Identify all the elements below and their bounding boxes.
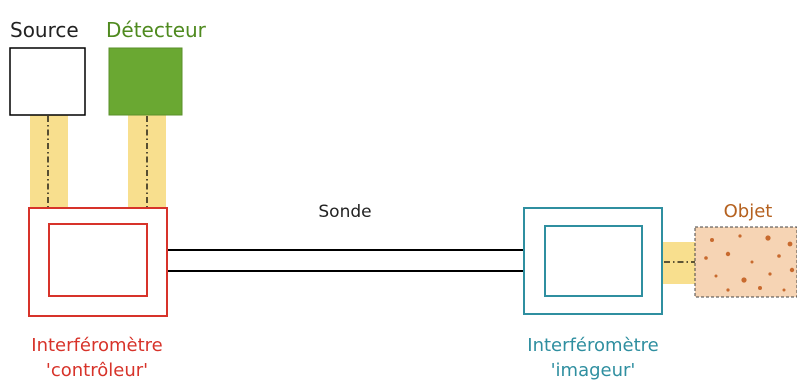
detector-box: [108, 47, 183, 116]
imager-label-line1: Interféromètre: [527, 335, 658, 356]
object-beam: [662, 242, 696, 284]
controller-inner-box: [48, 223, 148, 297]
object-box: [694, 226, 797, 298]
source-label: Source: [10, 18, 79, 42]
probe-label: Sonde: [318, 202, 371, 222]
controller-label-line2: 'contrôleur': [46, 360, 148, 381]
source-box: [9, 47, 86, 116]
object-label: Objet: [724, 201, 773, 222]
imager-inner-box: [544, 225, 643, 297]
imager-label-line2: 'imageur': [551, 360, 636, 381]
controller-label-line1: Interféromètre: [31, 335, 162, 356]
object-particles: [704, 234, 795, 292]
detector-label: Détecteur: [106, 18, 207, 42]
source-beam: [30, 115, 68, 210]
